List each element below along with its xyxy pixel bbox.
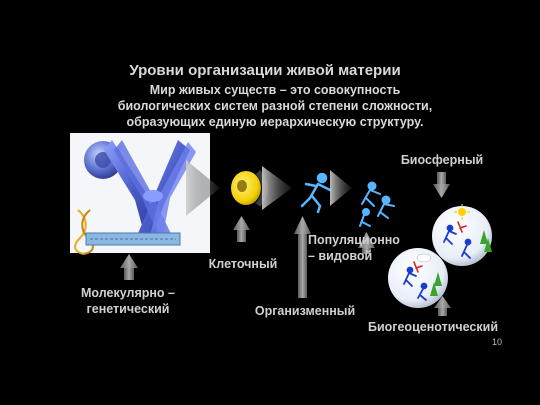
label-line: Популяционно — [308, 233, 400, 247]
label-biosphere: Биосферный — [400, 153, 484, 167]
arrow-molecular — [120, 254, 138, 280]
arrow-organism — [294, 216, 311, 298]
population-icon — [359, 181, 395, 227]
subtitle-line: Мир живых существ – это совокупность — [149, 83, 401, 97]
slide-subtitle: Мир живых существ – это совокупность био… — [90, 82, 460, 130]
organism-icon — [300, 172, 332, 214]
label-population-species: Популяционно – видовой — [308, 232, 428, 264]
arrow-biosphere — [433, 172, 450, 198]
biogeocenosis-sphere-icon — [388, 204, 492, 308]
subtitle-line: биологических систем разной степени слож… — [117, 99, 433, 113]
flow-chevron-3 — [330, 170, 352, 206]
subtitle-line: образующих единую иерархическую структур… — [126, 115, 424, 129]
label-molecular-genetic: Молекулярно – генетический — [58, 285, 198, 317]
label-line: генетический — [86, 302, 170, 316]
label-cellular: Клеточный — [208, 257, 278, 271]
sun-icon — [458, 208, 466, 216]
label-line: Молекулярно – — [81, 286, 175, 300]
cloud-icon — [416, 253, 432, 263]
cell-icon — [231, 170, 268, 207]
flow-chevron-1 — [186, 160, 220, 216]
page-number: 10 — [491, 337, 502, 347]
slide-title: Уровни организации живой материи — [129, 62, 401, 79]
chromosome-icon — [104, 140, 196, 240]
arrow-population — [358, 232, 375, 254]
arrow-cellular — [233, 216, 250, 242]
label-organism: Организменный — [254, 304, 356, 318]
label-line: – видовой — [308, 249, 373, 263]
label-biogeocenotic: Биогеоценотический — [367, 320, 499, 334]
arrow-biogeocenotic — [434, 296, 451, 316]
flow-chevron-2 — [262, 166, 292, 210]
